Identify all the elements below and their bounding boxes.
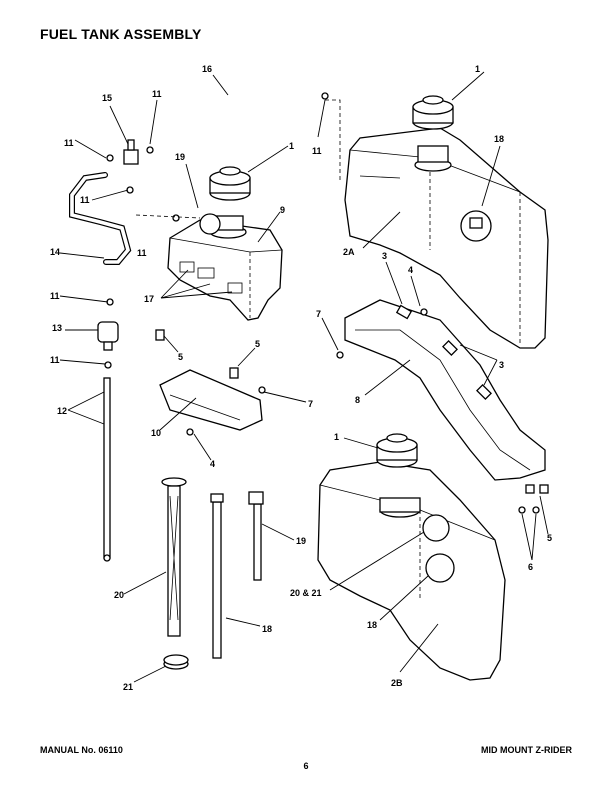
callout-2a: 2A — [343, 247, 355, 257]
callout-18-tube: 18 — [262, 624, 272, 634]
vent-tube-19 — [248, 491, 264, 581]
gasket-21 — [163, 654, 189, 670]
fuel-cap-mid — [209, 166, 251, 239]
mounting-strap-8 — [344, 299, 546, 481]
callout-20: 20 — [114, 590, 124, 600]
callout-17: 17 — [144, 294, 154, 304]
sending-unit-20 — [161, 477, 187, 637]
callout-4-top: 4 — [408, 265, 413, 275]
fuel-tank-9 — [167, 219, 283, 321]
callout-11-d: 11 — [80, 195, 90, 205]
callout-2b: 2B — [391, 678, 403, 688]
vent-fitting-circle-mid — [199, 213, 221, 235]
hose-clamps — [104, 92, 329, 369]
callout-16: 16 — [202, 64, 212, 74]
fuel-line-14 — [69, 172, 132, 265]
callout-13: 13 — [52, 323, 62, 333]
callout-12: 12 — [57, 406, 67, 416]
callout-11-g: 11 — [50, 355, 60, 365]
bracket-10 — [159, 369, 263, 431]
vent-fitting-circle-top — [460, 210, 492, 242]
callout-19-mid: 19 — [175, 152, 185, 162]
sender-circle — [422, 514, 450, 542]
callout-11-b: 11 — [64, 138, 74, 148]
callout-11-f: 11 — [50, 291, 60, 301]
callout-11-e: 11 — [137, 248, 147, 258]
callout-15: 15 — [102, 93, 112, 103]
callout-18-bot: 18 — [367, 620, 377, 630]
callout-1-mid: 1 — [289, 141, 294, 151]
page-title: FUEL TANK ASSEMBLY — [40, 26, 202, 42]
fuel-filter-13 — [97, 321, 119, 351]
callout-3-b: 3 — [499, 360, 504, 370]
callout-8: 8 — [355, 395, 360, 405]
callout-1-top: 1 — [475, 64, 480, 74]
callout-6: 6 — [528, 562, 533, 572]
callout-7-a: 7 — [316, 309, 321, 319]
model-name: MID MOUNT Z-RIDER — [481, 745, 572, 755]
leader-lines — [59, 71, 549, 683]
fuel-line-16 — [158, 86, 322, 142]
vent-fitting-circle-bottom — [425, 553, 455, 583]
callout-11-c: 11 — [312, 146, 322, 156]
pins-and-fasteners — [155, 304, 549, 514]
callout-1-bot: 1 — [334, 432, 339, 442]
manual-number: MANUAL No. 06110 — [40, 745, 123, 755]
callout-5-c: 5 — [547, 533, 552, 543]
fuel-cap-bottom — [376, 433, 421, 518]
pickup-tube-18 — [210, 493, 224, 659]
fuel-tube-12 — [103, 377, 111, 562]
callout-3-a: 3 — [382, 251, 387, 261]
callout-9: 9 — [280, 205, 285, 215]
callout-19-bot: 19 — [296, 536, 306, 546]
callout-5-b: 5 — [255, 339, 260, 349]
callout-10: 10 — [151, 428, 161, 438]
hidden-line-fuel — [135, 99, 341, 219]
page-number: 6 — [303, 761, 309, 771]
callout-18-top: 18 — [494, 134, 504, 144]
callout-14: 14 — [50, 247, 60, 257]
callout-20-and-21: 20 & 21 — [290, 588, 322, 598]
callout-11-a: 11 — [152, 89, 162, 99]
shutoff-valve-15 — [123, 139, 139, 165]
callout-21: 21 — [123, 682, 133, 692]
fuel-tank-2b — [317, 461, 506, 681]
callout-7-b: 7 — [308, 399, 313, 409]
callout-5-a: 5 — [178, 352, 183, 362]
fuel-cap-top — [412, 95, 454, 172]
callout-4-bot: 4 — [210, 459, 215, 469]
